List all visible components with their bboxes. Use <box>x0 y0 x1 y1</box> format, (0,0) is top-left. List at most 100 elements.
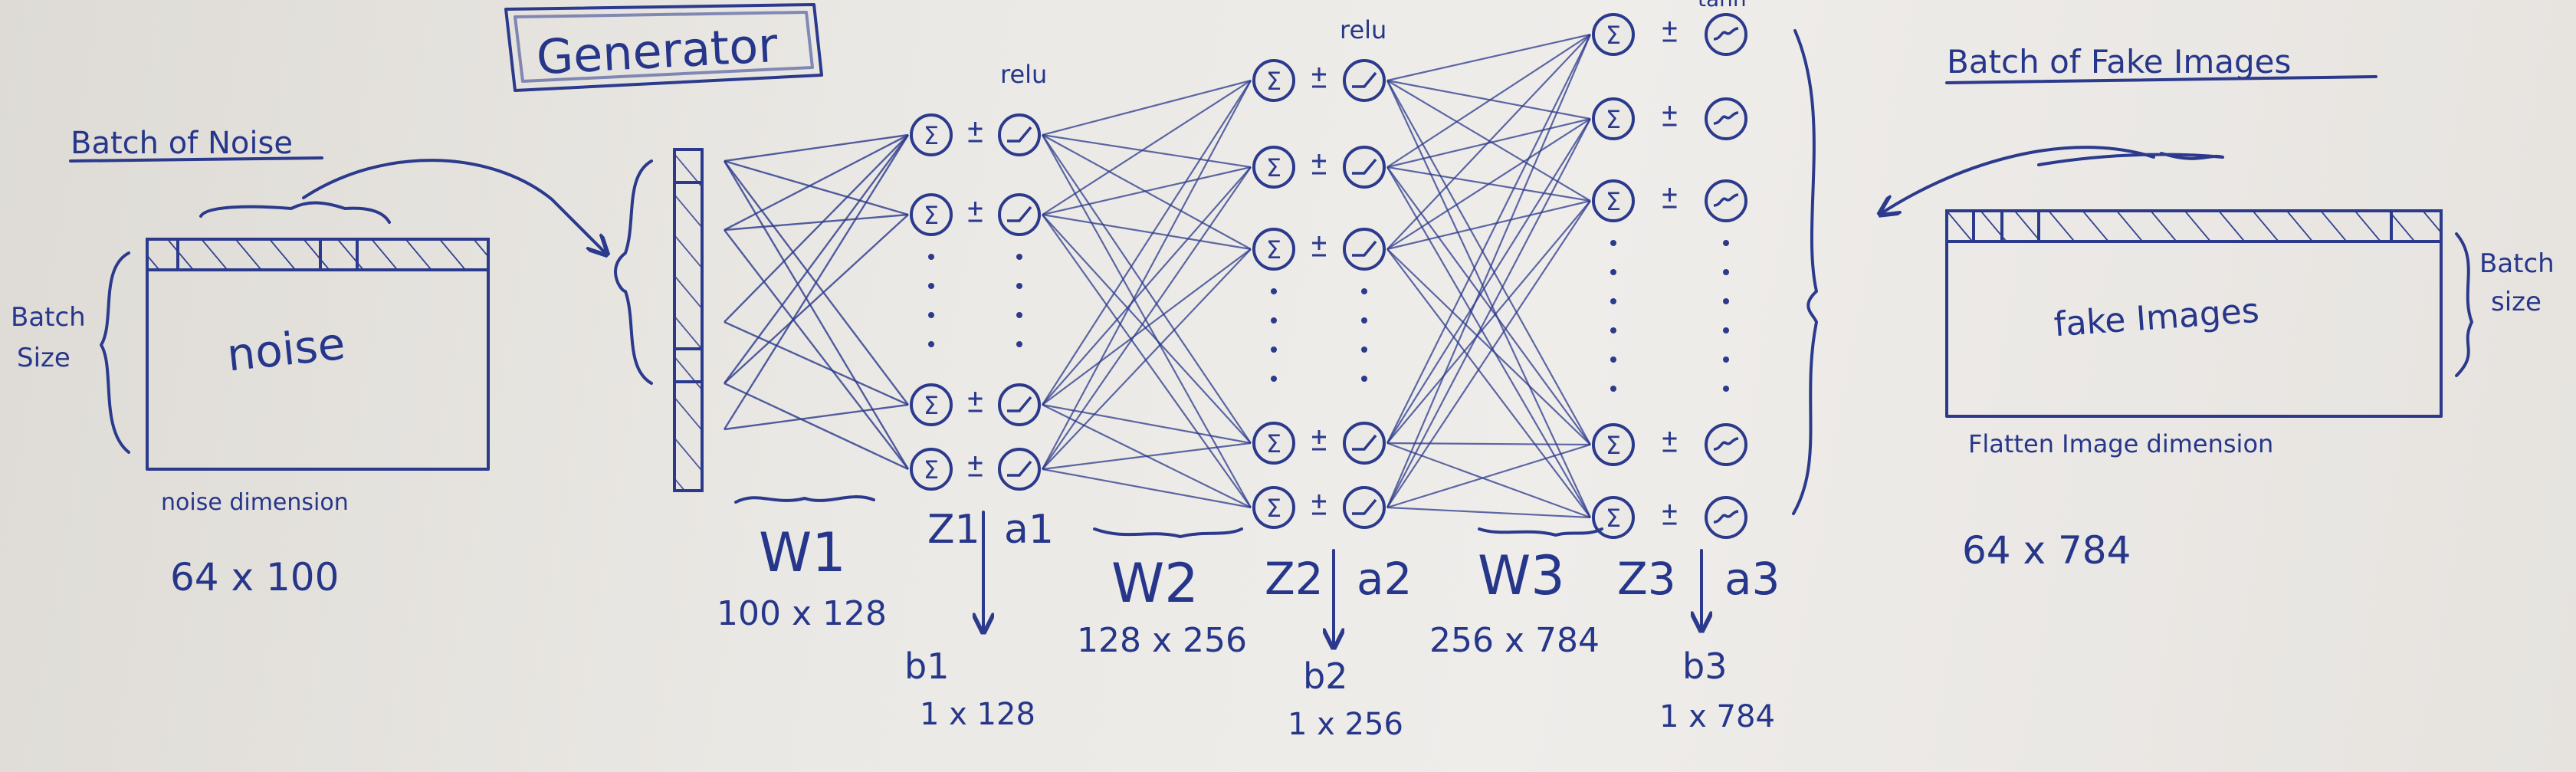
neuron-l1-1: Σ <box>910 113 1041 156</box>
ellipsis-dot <box>1361 288 1367 294</box>
sum-symbol: Σ <box>1606 431 1621 460</box>
connection-line-l1 <box>723 134 910 430</box>
noise-to-vector-arrow <box>302 159 605 253</box>
connection-line-l1 <box>724 382 909 471</box>
noise-row-brace <box>199 201 391 224</box>
fake-side-label-2: size <box>2491 287 2542 317</box>
sum-node-circle <box>1252 146 1295 189</box>
tanh-icon <box>1713 510 1739 524</box>
relu-icon <box>1352 498 1377 515</box>
ellipsis-dot <box>1361 376 1367 382</box>
connection-line-l2 <box>1042 214 1252 444</box>
connection-line-l1 <box>724 133 909 232</box>
relu-icon <box>1007 126 1032 143</box>
connection-line-l2 <box>1042 133 1252 169</box>
activation-node-circle <box>1343 228 1386 271</box>
weight-connections <box>723 33 1592 519</box>
connection-line-l1 <box>724 133 909 163</box>
noise-side-label-1: Batch <box>11 302 86 333</box>
w3-label: W3 <box>1478 544 1565 607</box>
ellipsis-dot <box>1610 356 1616 363</box>
b1-label: b1 <box>904 646 949 687</box>
neuron-l3-5: Σ <box>1592 496 1747 539</box>
b2-shape: 1 x 256 <box>1288 707 1403 742</box>
relu-label-2: relu <box>1340 15 1386 44</box>
layer-labels: W1 100 x 128 Z1 a1 b1 1 x 128 W2 128 x 2… <box>717 0 1818 742</box>
connection-line-l2 <box>1042 248 1252 406</box>
activation-node-circle <box>998 383 1041 426</box>
sum-symbol: Σ <box>924 201 939 230</box>
b3-shape: 1 x 784 <box>1659 699 1775 734</box>
ellipsis-dot <box>1723 356 1729 363</box>
title-border <box>504 3 823 92</box>
tanh-icon <box>1713 437 1739 451</box>
fake-side-label-1: Batch <box>2479 248 2555 279</box>
neuron-l1-4: Σ <box>910 448 1041 491</box>
neuron-l3-4: Σ <box>1592 423 1747 466</box>
sum-symbol: Σ <box>1606 504 1621 533</box>
connection-line-l2 <box>1042 166 1252 216</box>
connection-line-l3 <box>1386 34 1591 168</box>
fake-shape: 64 x 784 <box>1962 528 2131 573</box>
ellipsis-dot <box>1610 269 1616 275</box>
b1-shape: 1 x 128 <box>920 697 1035 732</box>
ellipsis-dot <box>1016 312 1022 318</box>
connection-line-l1 <box>724 159 909 216</box>
sum-symbol: Σ <box>924 121 939 150</box>
connection-line-l2 <box>1042 80 1252 406</box>
network-to-fake-arrow <box>1882 146 2155 213</box>
w3-brace <box>1478 527 1603 537</box>
input-vector <box>614 148 704 492</box>
connection-line-l2 <box>1042 468 1252 509</box>
tanh-label: tanh <box>1698 0 1747 11</box>
w2-shape: 128 x 256 <box>1077 621 1247 660</box>
sum-node-circle <box>910 383 953 426</box>
connection-line-l3 <box>1386 248 1591 518</box>
connection-line-l1 <box>724 134 909 323</box>
ellipsis-dot <box>1271 347 1277 353</box>
tanh-icon <box>1713 111 1739 125</box>
sum-node-circle <box>1592 179 1635 222</box>
noise-row-hatched <box>146 238 490 271</box>
ellipsis-dot <box>1610 386 1616 392</box>
noise-shape: 64 x 100 <box>170 555 339 600</box>
neuron-l2-5: Σ <box>1252 486 1386 529</box>
connection-line-l2 <box>1042 134 1252 444</box>
connection-line-l1 <box>724 213 909 232</box>
title-text: Generator <box>535 17 779 85</box>
ellipsis-dot <box>1271 288 1277 294</box>
ellipsis-dot <box>1723 386 1729 392</box>
connection-line-l1 <box>723 160 910 470</box>
connection-line-l3 <box>1386 34 1591 444</box>
tanh-icon <box>1713 193 1739 207</box>
fake-matrix-label: fake Images <box>2053 291 2260 345</box>
connection-line-l2 <box>1042 403 1252 445</box>
sum-node-circle <box>1592 496 1635 539</box>
z3-label: Z3 <box>1617 553 1676 605</box>
sum-node-circle <box>910 193 953 236</box>
title-border-inner <box>514 11 814 83</box>
fake-bottom-label: Flatten Image dimension <box>1968 429 2273 458</box>
activation-node-circle <box>1343 422 1386 465</box>
relu-icon <box>1007 205 1032 222</box>
activation-node-circle <box>1343 146 1386 189</box>
connection-line-l2 <box>1042 166 1252 470</box>
connection-line-l3 <box>1386 199 1591 251</box>
connection-line-l2 <box>1042 248 1252 470</box>
activation-node-circle <box>998 113 1041 156</box>
neuron-l3-1: Σ <box>1592 13 1747 56</box>
activation-node-circle <box>998 193 1041 236</box>
ellipsis-dot <box>928 283 934 289</box>
relu-icon <box>1007 396 1032 412</box>
relu-icon <box>1352 158 1377 175</box>
ellipsis-dot <box>1016 283 1022 289</box>
w2-label: W2 <box>1111 552 1199 615</box>
activation-node-circle <box>998 448 1041 491</box>
connection-line-l2 <box>1042 134 1252 508</box>
ellipsis-dot <box>1610 298 1616 304</box>
fake-images-section: Batch of Fake Images fake Images Batch s… <box>1882 43 2555 573</box>
connection-line-l2 <box>1042 214 1252 508</box>
connection-line-l2 <box>1042 134 1252 250</box>
connection-line-l3 <box>1386 80 1591 518</box>
